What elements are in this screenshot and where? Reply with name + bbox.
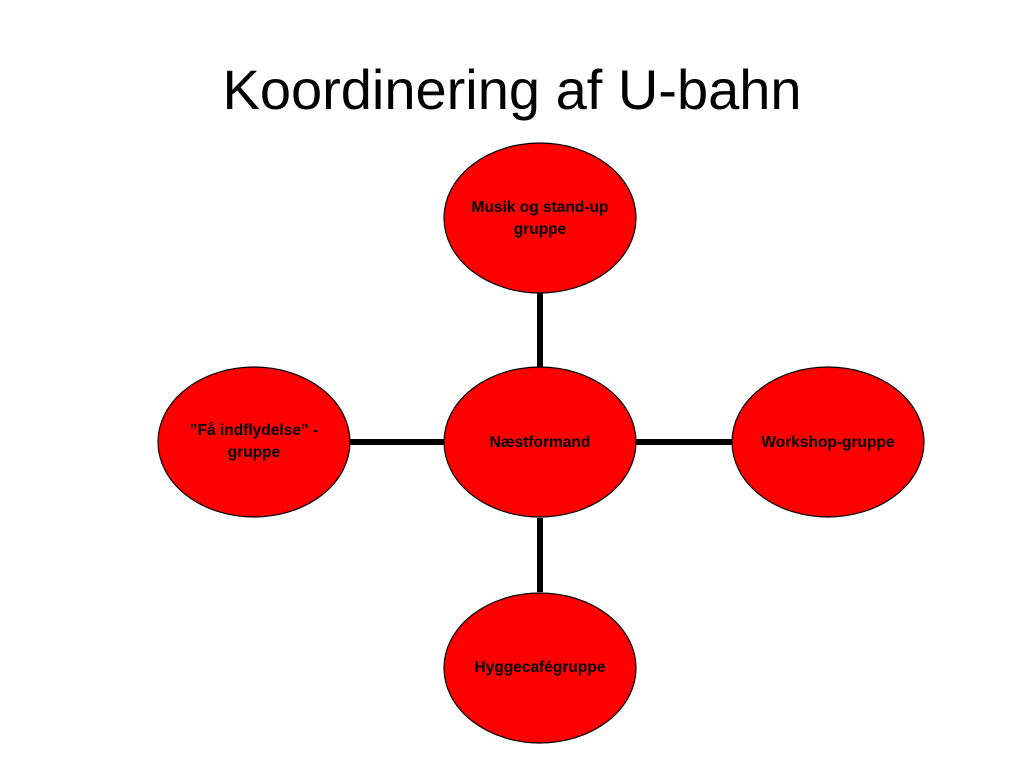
- node-top-shape: [443, 142, 637, 294]
- node-center-label: Næstformand: [489, 434, 591, 452]
- node-top-label: Musik og stand-up gruppe: [471, 199, 609, 238]
- slide-title: Koordinering af U-bahn: [222, 58, 802, 121]
- node-bottom-shape: [443, 592, 637, 744]
- node-center-shape: [443, 366, 637, 518]
- node-right-label: Workshop-gruppe: [761, 434, 895, 452]
- node-right-shape: [731, 366, 925, 518]
- node-left-label: ”Få indflydelse” -gruppe: [189, 422, 319, 461]
- node-bottom-label: Hyggecafégruppe: [474, 659, 606, 677]
- node-left-shape: [157, 366, 351, 518]
